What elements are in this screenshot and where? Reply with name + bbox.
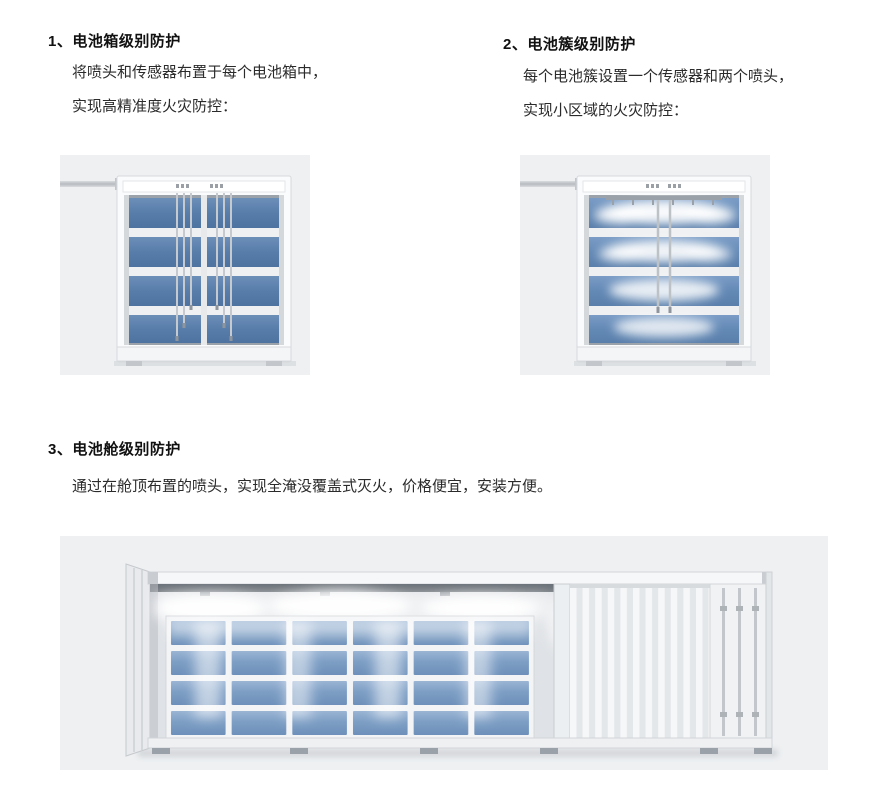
battery-cabinet-graphic [60,155,310,375]
battery-container-illustration [60,536,828,770]
section-container-level-heading: 3、电池舱级别防护 [48,438,181,459]
sensor-tips [656,307,672,313]
cabinet-shadow [574,361,756,366]
bottom-rail [147,737,773,749]
nozzle-sensor-tubes [176,193,232,336]
section-number: 2、 [503,36,528,53]
door-rod-brackets [720,606,759,717]
container-interior [150,584,583,741]
sensor-tips [175,305,233,341]
container-body [147,571,773,754]
partition-wall [553,583,571,739]
section-cluster-level-heading: 2、电池簇级别防护 [503,33,636,54]
distribution-manifold [606,196,722,205]
ground-shadow [138,749,778,757]
section-cluster-level-text: 每个电池簇设置一个传感器和两个喷头， 实现小区域的火灾防控： [523,60,793,128]
battery-box-illustration [60,155,310,375]
section-container-level-text: 通过在舱顶布置的喷头，实现全淹没覆盖式灭火，价格便宜，安装方便。 [72,470,552,504]
battery-cabinet [576,175,752,366]
text-line: 实现小区域的火灾防控： [523,102,689,119]
section-title: 电池舱级别防护 [72,441,181,458]
corner-post [765,571,773,749]
cabinet-label-marks [646,184,681,188]
text-line: 实现高精准度火灾防控： [72,98,238,115]
text-line: 每个电池簇设置一个传感器和两个喷头， [523,68,794,85]
mist-cabinet-graphic [520,155,770,375]
section-title: 电池簇级别防护 [527,36,636,53]
text-line: 将喷头和传感器布置于每个电池箱中， [72,64,328,81]
section-number: 1、 [48,33,73,50]
door-lock-rods [722,588,757,736]
cabinet-label-marks [176,184,223,188]
sensor-tubes [656,200,672,307]
cabinet-feet [586,361,742,366]
spray-mist [594,200,736,337]
section-number: 3、 [48,441,73,458]
text-line: 通过在舱顶布置的喷头，实现全淹没覆盖式灭火，价格便宜，安装方便。 [72,478,553,495]
open-door [125,563,151,757]
cabinet-shadow [114,361,296,366]
section-title: 电池箱级别防护 [72,33,181,50]
battery-cluster-illustration [520,155,770,375]
container-feet [152,748,772,754]
rack-shelves [584,228,744,315]
battery-cabinet [116,175,292,366]
cabinet-feet [126,361,282,366]
container-end-door [709,583,771,739]
section-box-level-text: 将喷头和传感器布置于每个电池箱中， 实现高精准度火灾防控： [72,56,327,124]
container-graphic [60,536,828,770]
section-box-level-heading: 1、电池箱级别防护 [48,30,181,51]
descending-mist-plumes [168,591,583,718]
corrugated-side [570,584,710,738]
